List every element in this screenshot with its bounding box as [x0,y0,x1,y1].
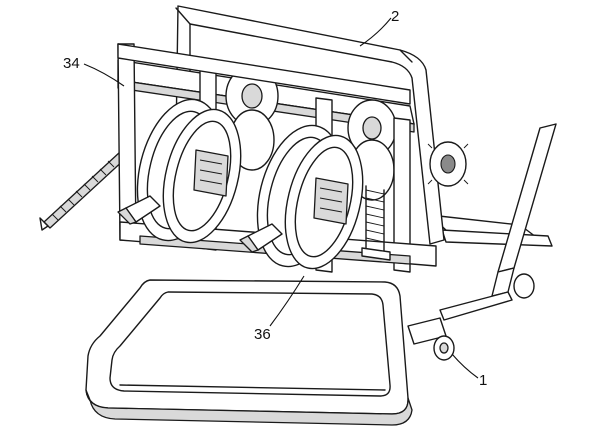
base-tray [85,279,413,426]
leader-1 [451,353,479,379]
right-gear [427,141,469,187]
leader-2 [359,17,392,47]
label-34: 34 [63,55,80,72]
left-chain [39,151,127,231]
right-cutter-assembly [239,124,364,270]
spring [361,185,391,261]
label-2: 2 [391,8,399,25]
leader-36 [269,275,305,327]
side-rail [407,123,557,361]
rear-frame [175,5,445,245]
left-cutter-assembly [117,98,242,244]
label-1: 1 [479,372,487,389]
leader-34 [83,63,125,87]
part-labels: 2 34 36 1 [63,8,487,389]
label-36: 36 [254,326,271,343]
